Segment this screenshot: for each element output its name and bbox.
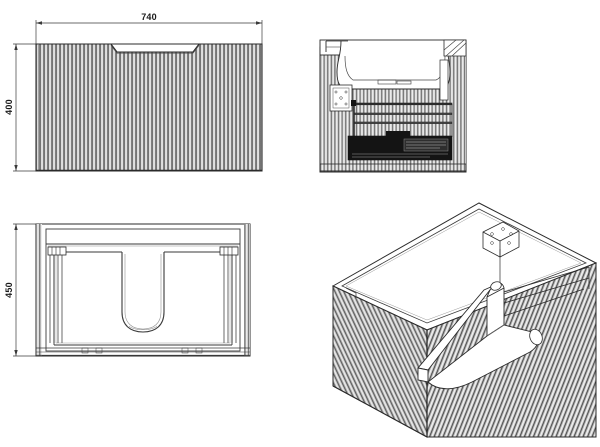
plan-drawer-rails	[351, 100, 453, 137]
rear-right-flute-edge	[244, 224, 250, 356]
dimension-label-depth: 450	[4, 282, 14, 298]
rear-bottom-plinth	[36, 347, 250, 356]
view-isometric	[331, 202, 598, 438]
iso-inner-corner-tick	[345, 287, 357, 298]
basin-outline	[325, 40, 451, 90]
front-carcass	[35, 43, 263, 172]
plan-drawer-block	[347, 131, 453, 161]
dimension-label-height-front: 400	[4, 99, 14, 115]
iso-internal-strut	[417, 266, 590, 390]
u-shaped-plumbing-cutout	[110, 251, 176, 333]
dimension-width-740	[35, 20, 263, 44]
iso-wall-mount-bracket	[482, 221, 520, 287]
view-rear-interior: 450	[4, 223, 251, 357]
dimension-depth-450	[13, 223, 36, 357]
view-front-elevation: 740 400	[4, 12, 263, 172]
basin-waste-detail	[377, 79, 397, 85]
view-plan	[319, 39, 467, 173]
rear-left-flute-edge	[36, 224, 42, 356]
recessed-top-handle	[110, 44, 200, 54]
fluted-front-panel	[36, 44, 262, 171]
plan-right-post	[439, 59, 449, 101]
rear-slide-hardware-left	[47, 246, 67, 343]
dimension-height-400	[13, 43, 36, 172]
plan-mounting-bracket	[329, 84, 353, 112]
rear-slide-hardware-right	[219, 246, 239, 343]
plan-hatch-block	[443, 39, 467, 57]
dimension-label-width: 740	[141, 12, 157, 22]
iso-front-panel	[427, 263, 596, 437]
iso-side-panel	[333, 286, 427, 437]
plan-basin	[319, 39, 467, 90]
plan-bottom-band	[319, 163, 467, 173]
